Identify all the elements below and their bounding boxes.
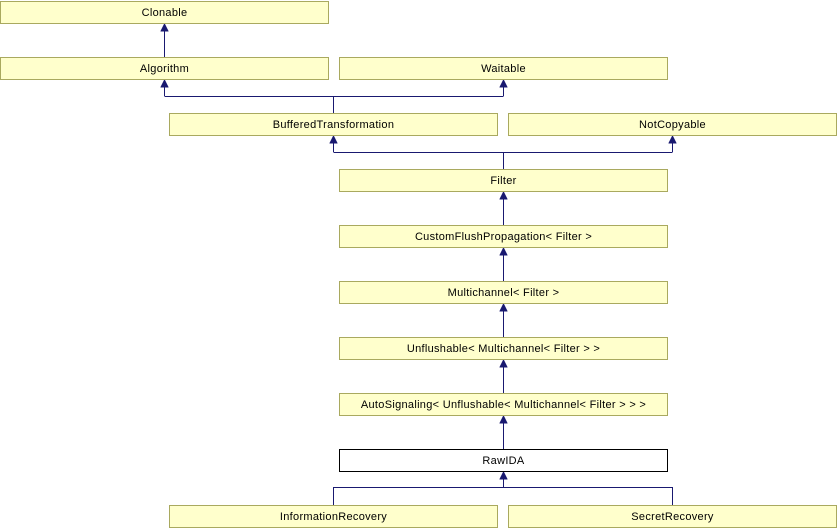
edge-filter-to-bufferedtransformation-and-notcopyable	[329, 134, 677, 169]
arrowhead-icon	[499, 358, 508, 368]
class-node-waitable[interactable]: Waitable	[339, 57, 668, 80]
arrowhead-icon	[160, 78, 169, 88]
class-node-label: InformationRecovery	[279, 510, 388, 523]
edge-bufferedtransformation-to-algorithm-and-waitable	[160, 78, 508, 113]
edge-multichannel-to-customflushpropagation	[499, 246, 508, 281]
class-node-label: RawIDA	[482, 454, 525, 467]
class-node-unflushable[interactable]: Unflushable< Multichannel< Filter > >	[339, 337, 668, 360]
edge-recovery-children-to-rawida	[333, 470, 673, 505]
class-node-label: NotCopyable	[639, 118, 706, 131]
arrowhead-icon	[499, 414, 508, 424]
class-node-custom-flush-propagation[interactable]: CustomFlushPropagation< Filter >	[339, 225, 668, 248]
edge-algorithm-to-clonable	[160, 22, 169, 57]
class-node-algorithm[interactable]: Algorithm	[0, 57, 329, 80]
class-node-not-copyable[interactable]: NotCopyable	[508, 113, 837, 136]
class-node-auto-signaling[interactable]: AutoSignaling< Unflushable< Multichannel…	[339, 393, 668, 416]
class-node-label: Waitable	[481, 62, 526, 75]
arrowhead-icon	[499, 246, 508, 256]
edge-rawida-to-autosignaling	[499, 414, 508, 449]
arrowhead-icon	[499, 470, 508, 480]
class-node-label: Algorithm	[139, 62, 190, 75]
class-node-buffered-transformation[interactable]: BufferedTransformation	[169, 113, 498, 136]
class-node-information-recovery[interactable]: InformationRecovery	[169, 505, 498, 528]
edge-autosignaling-to-unflushable	[499, 358, 508, 393]
arrowhead-icon	[499, 78, 508, 88]
class-node-secret-recovery[interactable]: SecretRecovery	[508, 505, 837, 528]
class-node-rawida-current: RawIDA	[339, 449, 668, 472]
class-node-label: Filter	[490, 174, 517, 187]
class-node-label: AutoSignaling< Unflushable< Multichannel…	[360, 398, 647, 411]
class-node-label: BufferedTransformation	[272, 118, 395, 131]
arrowhead-icon	[499, 190, 508, 200]
class-node-label: CustomFlushPropagation< Filter >	[414, 230, 593, 243]
arrowhead-icon	[160, 22, 169, 32]
class-node-label: Multichannel< Filter >	[447, 286, 560, 299]
class-node-clonable[interactable]: Clonable	[0, 1, 329, 24]
class-node-filter[interactable]: Filter	[339, 169, 668, 192]
class-node-label: Unflushable< Multichannel< Filter > >	[406, 342, 601, 355]
arrowhead-icon	[499, 302, 508, 312]
edge-unflushable-to-multichannel	[499, 302, 508, 337]
arrowhead-icon	[329, 134, 338, 144]
class-node-label: SecretRecovery	[631, 510, 714, 523]
arrowhead-icon	[668, 134, 677, 144]
class-node-multichannel[interactable]: Multichannel< Filter >	[339, 281, 668, 304]
edge-customflushpropagation-to-filter	[499, 190, 508, 225]
class-node-label: Clonable	[141, 6, 188, 19]
